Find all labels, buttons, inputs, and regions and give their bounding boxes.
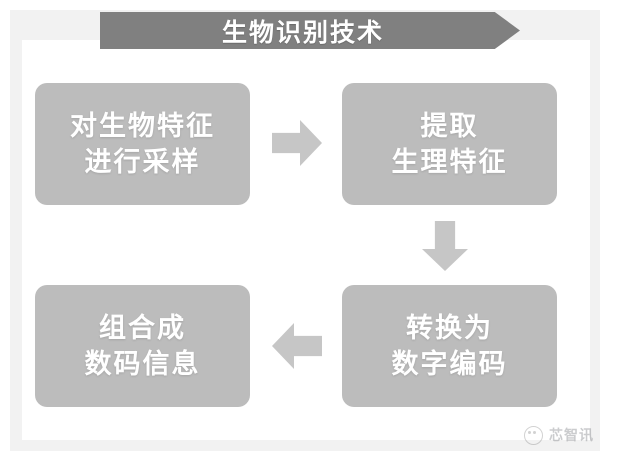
process-box-combine-line1: 组合成 [99, 312, 186, 343]
process-box-sample[interactable]: 对生物特征 进行采样 [35, 83, 250, 205]
wechat-logo-icon [524, 425, 543, 445]
process-box-convert[interactable]: 转换为 数字编码 [342, 285, 557, 407]
process-box-combine[interactable]: 组合成 数码信息 [35, 285, 250, 407]
title-banner: 生物识别技术 [100, 12, 520, 49]
process-box-convert-line2: 数字编码 [391, 349, 508, 379]
process-box-sample-line2: 进行采样 [84, 147, 201, 177]
process-box-sample-line1: 对生物特征 [70, 110, 215, 141]
title-ribbon-shape [100, 12, 520, 49]
process-box-convert-line1: 转换为 [406, 312, 493, 343]
watermark: 芯智讯 [524, 425, 594, 445]
process-box-extract-line1: 提取 [420, 110, 479, 141]
process-box-combine-line2: 数码信息 [84, 349, 201, 379]
process-box-extract-line2: 生理特征 [391, 147, 508, 177]
diagram-title: 生物识别技术 [221, 18, 384, 47]
process-box-extract[interactable]: 提取 生理特征 [342, 83, 557, 205]
watermark-text: 芯智讯 [549, 427, 594, 443]
